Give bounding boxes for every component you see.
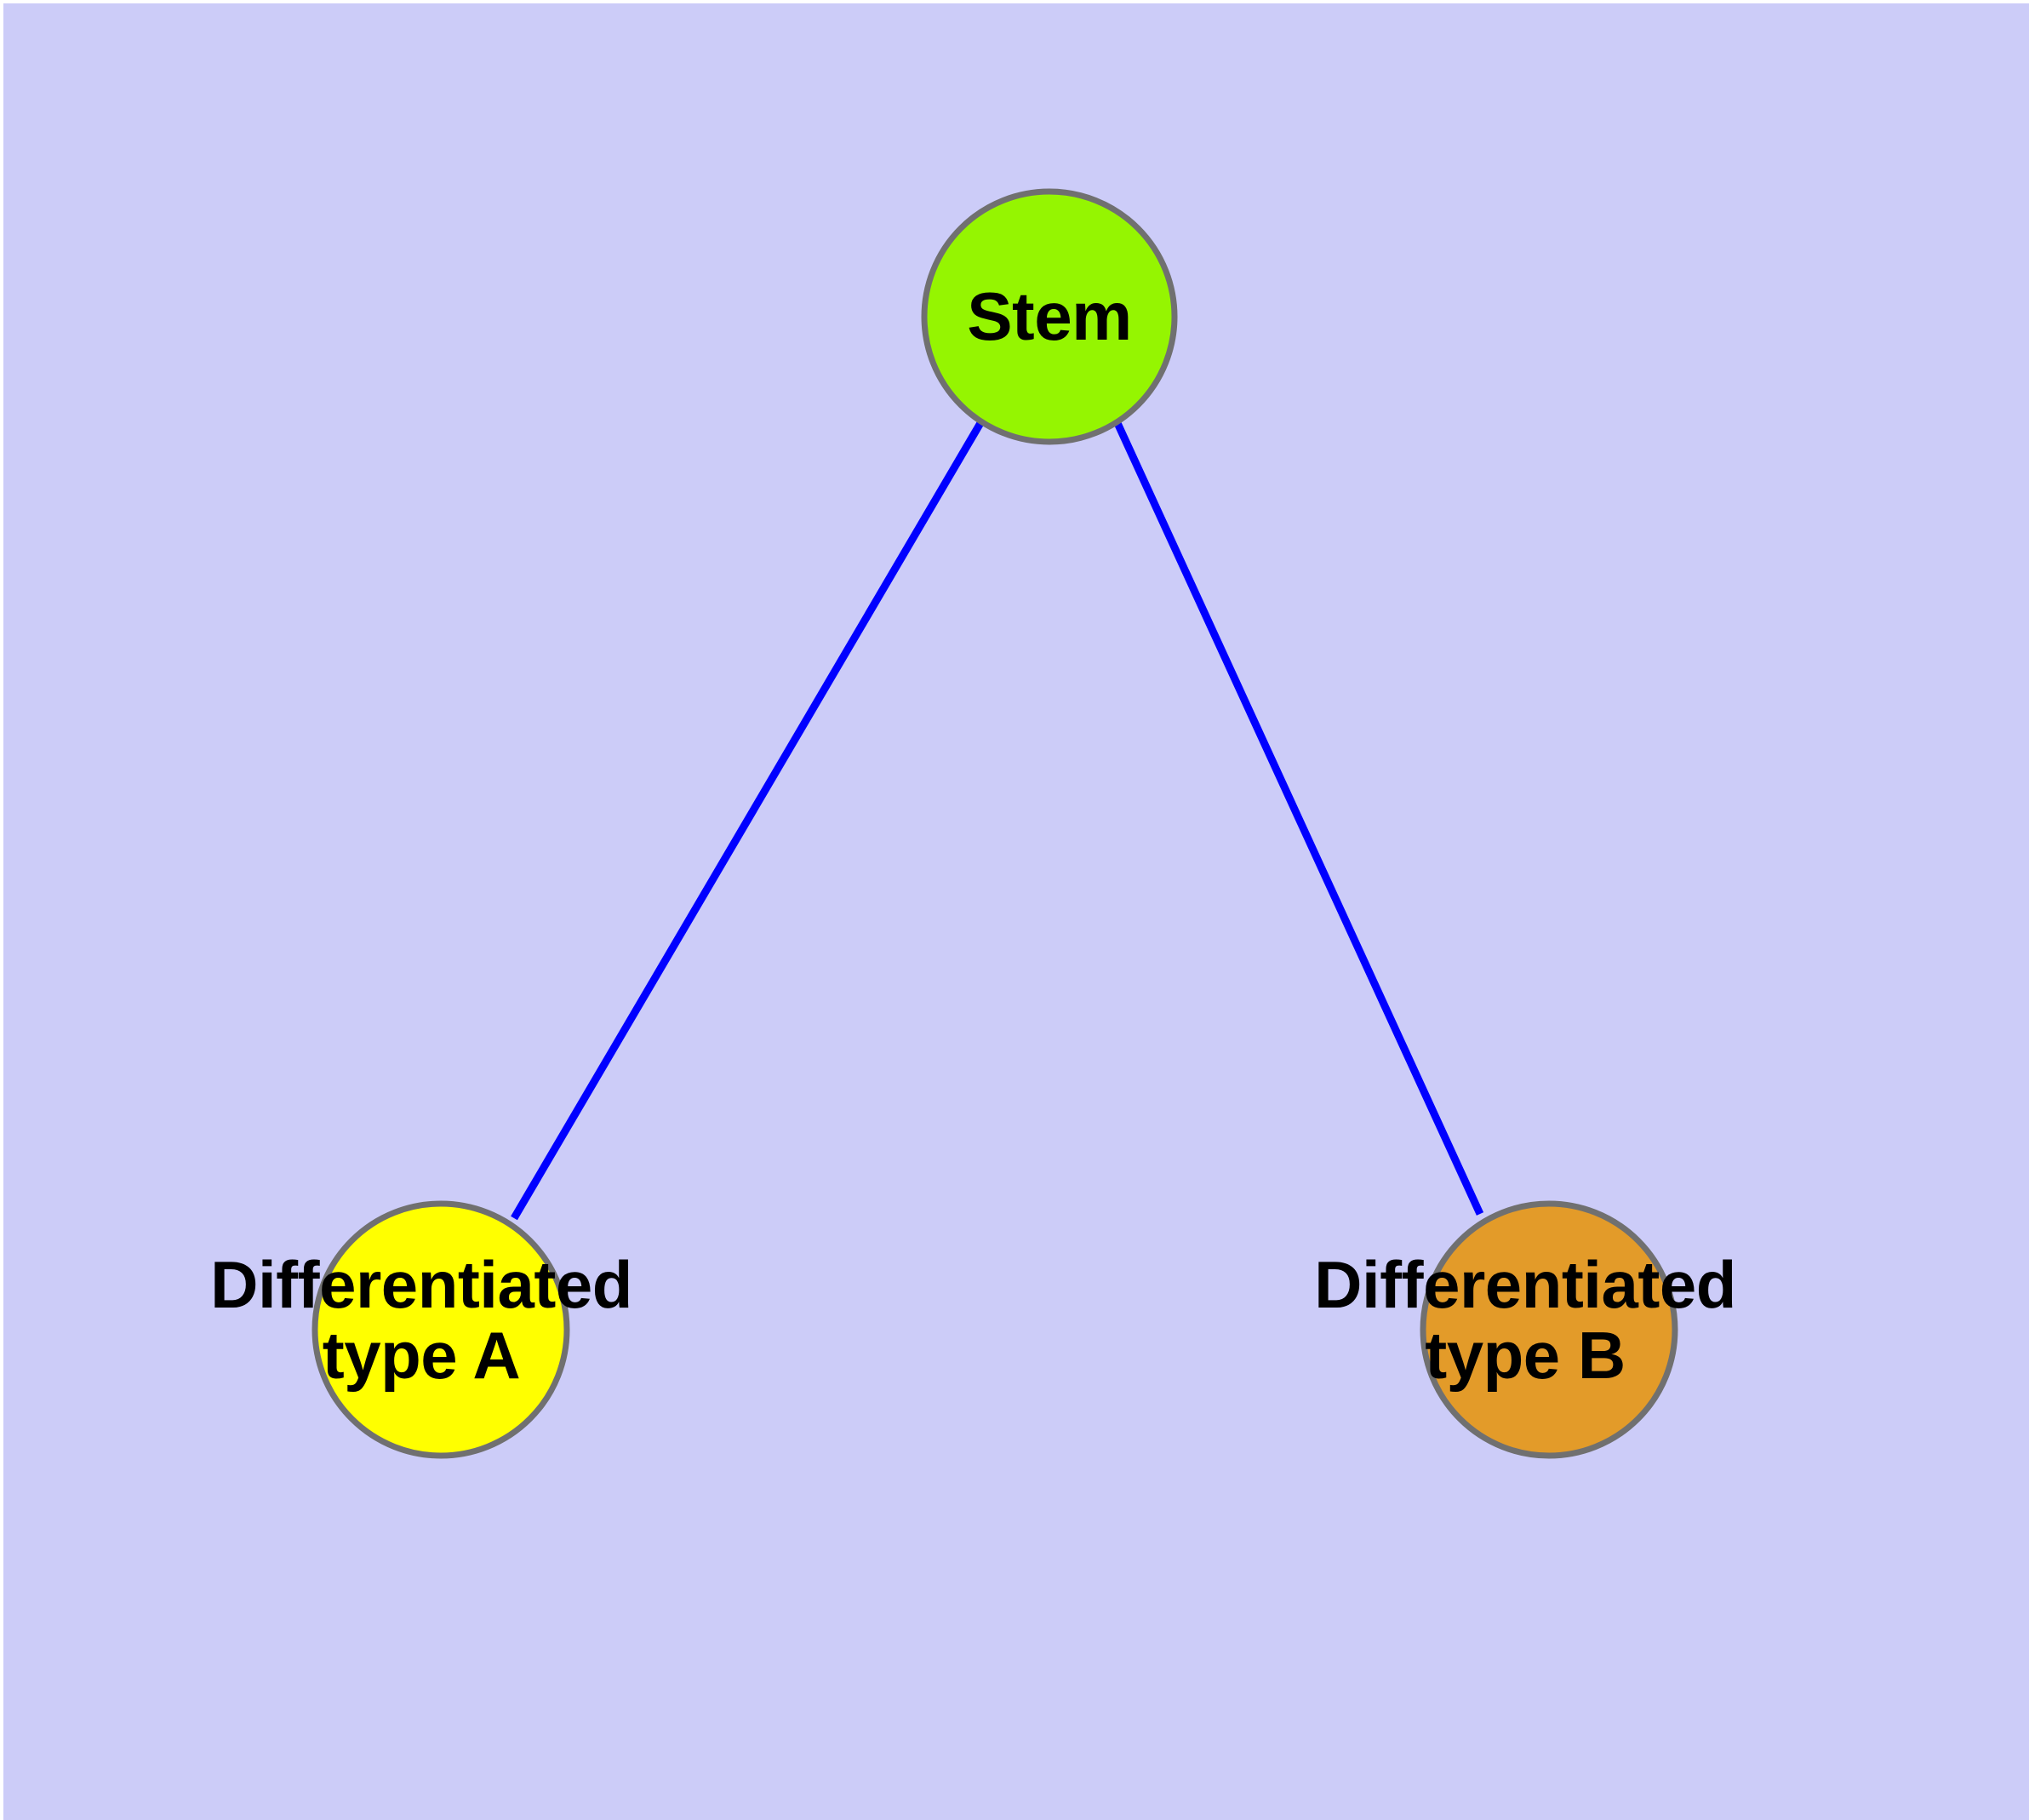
node-differentiated-type-a[interactable]	[311, 1200, 570, 1459]
node-stem[interactable]	[921, 188, 1178, 445]
node-differentiated-type-b[interactable]	[1420, 1200, 1678, 1459]
node-layer	[311, 188, 1678, 1459]
edge-stem-to-differentiated-type-a[interactable]	[511, 421, 984, 1221]
edge-stem-to-differentiated-type-b[interactable]	[1113, 421, 1484, 1216]
edge-layer	[511, 421, 1484, 1221]
